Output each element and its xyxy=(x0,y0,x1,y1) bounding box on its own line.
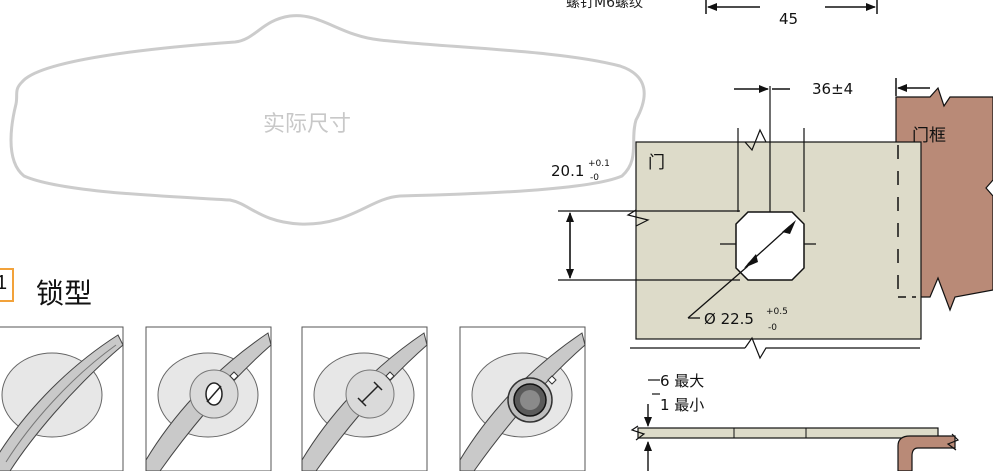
lock-type-1 xyxy=(0,326,124,471)
section-number: 1 xyxy=(0,272,8,294)
section-number-badge: 1 xyxy=(0,268,14,302)
dim-20-tol-plus: +0.1 xyxy=(588,159,610,169)
door-label: 门 xyxy=(648,153,665,173)
screw-label: 螺钉M6螺纹 xyxy=(566,0,643,11)
dim-dia-text: Ø 22.5 xyxy=(704,310,754,328)
dim-45-text: 45 xyxy=(779,10,798,28)
door-side-plate xyxy=(637,427,939,439)
actual-size-label: 实际尺寸 xyxy=(263,112,351,137)
dimension-45: 45 xyxy=(705,0,878,28)
lock-type-2 xyxy=(145,326,272,471)
lock-type-3 xyxy=(301,326,428,471)
dim-20-text: 20.1 xyxy=(551,162,584,180)
frame-side-profile xyxy=(897,435,956,471)
thick-max-label: 6 最大 xyxy=(660,372,704,390)
dim-36-text: 36±4 xyxy=(812,80,853,98)
dim-20-tol-minus: -0 xyxy=(590,173,599,183)
dim-dia-tol-minus: -0 xyxy=(768,323,777,333)
section-title: 锁型 xyxy=(36,277,93,310)
frame-label: 门框 xyxy=(912,126,946,146)
dim-dia-tol-plus: +0.5 xyxy=(766,307,788,317)
handle-outline-shape xyxy=(9,14,646,226)
lock-type-4 xyxy=(459,326,586,471)
thick-min-label: 1 最小 xyxy=(660,396,704,414)
